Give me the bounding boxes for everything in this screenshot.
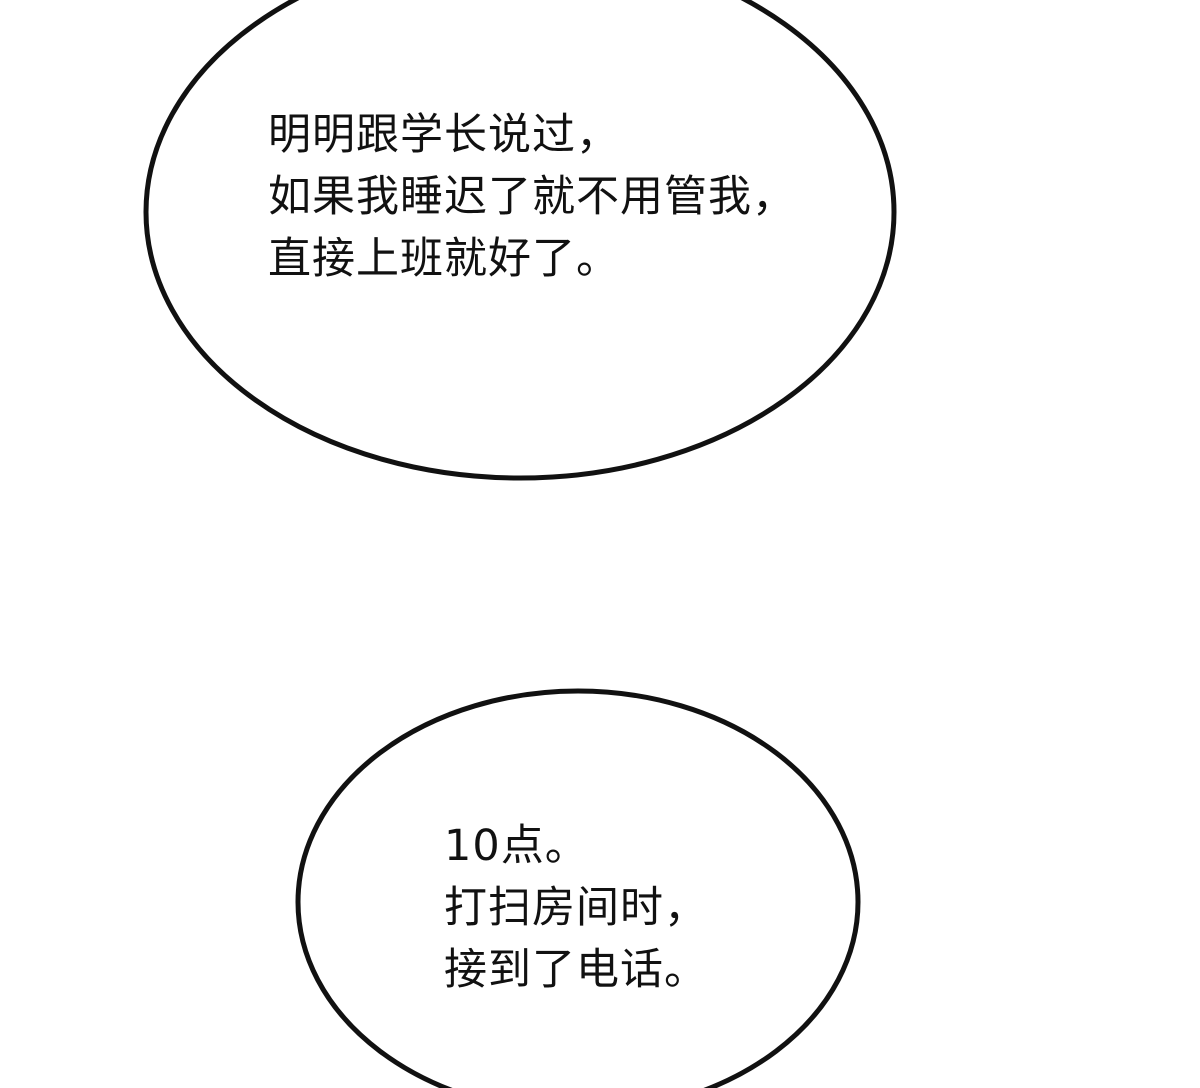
speech-bubble-1-outline	[143, 0, 897, 481]
speech-bubble-2-text: 10点。 打扫房间时， 接到了电话。	[444, 815, 708, 1001]
speech-line: 直接上班就好了。	[268, 234, 620, 284]
speech-bubble-2-outline	[295, 688, 861, 1088]
speech-line: 如果我睡迟了就不用管我，	[268, 172, 796, 222]
speech-line: 10点。	[444, 821, 589, 871]
speech-line: 打扫房间时，	[444, 883, 708, 933]
speech-bubble-1-text: 明明跟学长说过， 如果我睡迟了就不用管我， 直接上班就好了。	[268, 104, 796, 290]
speech-line: 明明跟学长说过，	[268, 110, 620, 160]
speech-line: 接到了电话。	[444, 945, 708, 995]
